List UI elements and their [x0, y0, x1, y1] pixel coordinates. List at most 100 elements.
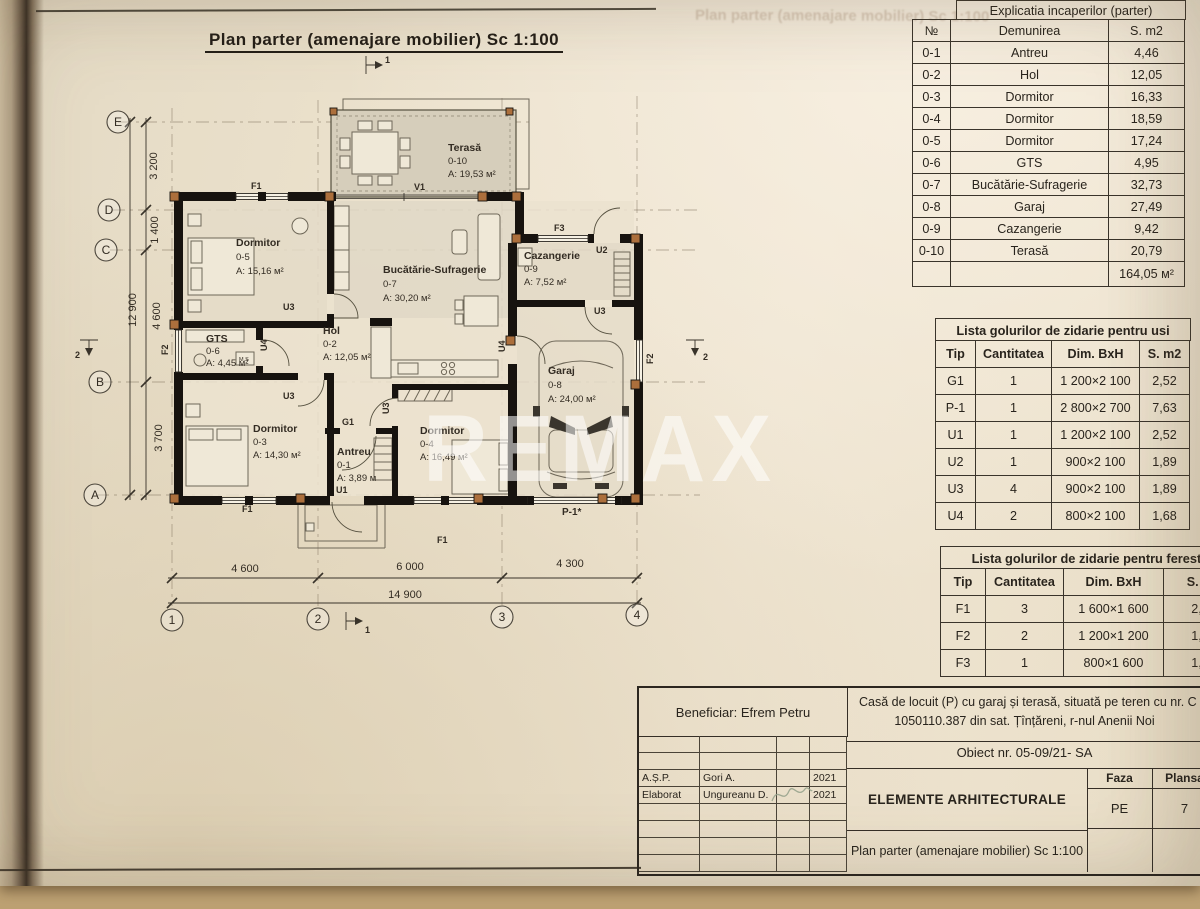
- svg-text:B: B: [96, 375, 104, 389]
- svg-text:0-10: 0-10: [448, 156, 467, 167]
- svg-text:0-8: 0-8: [548, 380, 562, 391]
- svg-text:A: 24,00 м²: A: 24,00 м²: [548, 394, 596, 405]
- svg-text:12 900: 12 900: [127, 293, 139, 327]
- svg-text:3 200: 3 200: [148, 152, 160, 180]
- page-title: Plan parter (amenajare mobilier) Sc 1:10…: [205, 30, 563, 53]
- svg-text:C: C: [102, 243, 111, 257]
- svg-text:A: 14,30 м²: A: 14,30 м²: [253, 450, 301, 461]
- plansa-value: 7: [1152, 788, 1200, 829]
- svg-text:U4: U4: [497, 340, 507, 352]
- plansa-label: Plansa: [1152, 768, 1200, 789]
- svg-text:A: 12,05 м²: A: 12,05 м²: [323, 352, 371, 363]
- svg-text:A: 4,45 м²: A: 4,45 м²: [206, 358, 248, 369]
- door-arcs: [262, 207, 621, 533]
- svg-text:2: 2: [75, 350, 80, 360]
- svg-text:0-5: 0-5: [236, 252, 250, 263]
- beneficiary-cell: Beneficiar: Efrem Petru: [639, 688, 848, 737]
- svg-text:3 700: 3 700: [153, 424, 165, 452]
- svg-text:0-6: 0-6: [206, 346, 220, 357]
- svg-text:P-1*: P-1*: [562, 507, 582, 518]
- svg-text:D: D: [105, 203, 114, 217]
- section-title-cell: ELEMENTE ARHITECTURALE: [847, 768, 1088, 831]
- svg-text:Terasă: Terasă: [448, 142, 481, 154]
- name-cell: Gori A.: [700, 770, 777, 787]
- ms-label: M.S: [239, 357, 249, 363]
- svg-text:U3: U3: [594, 306, 606, 316]
- svg-text:U1: U1: [336, 485, 348, 495]
- title-block: Beneficiar: Efrem Petru Casă de locuit (…: [637, 686, 1200, 876]
- svg-text:0-9: 0-9: [524, 264, 538, 275]
- doors-table-title: Lista golurilor de zidarie pentru usi: [935, 318, 1191, 341]
- svg-text:F1: F1: [242, 504, 253, 514]
- svg-text:A: 30,20 м²: A: 30,20 м²: [383, 293, 431, 304]
- svg-text:V1: V1: [414, 182, 425, 192]
- object-number-cell: Obiect nr. 05-09/21- SA: [847, 736, 1200, 769]
- svg-text:Garaj: Garaj: [548, 365, 575, 377]
- svg-text:0-2: 0-2: [323, 339, 337, 350]
- svg-text:F3: F3: [554, 223, 565, 233]
- windows: [175, 192, 643, 505]
- project-line2: 1050110.387 din sat. Țînțăreni, r-nul An…: [894, 713, 1155, 728]
- faza-plansa-grid: Faza Plansa PE 7: [1087, 768, 1200, 872]
- svg-text:A: 7,52 м²: A: 7,52 м²: [524, 277, 566, 288]
- svg-text:F2: F2: [160, 344, 170, 355]
- car: [533, 340, 629, 498]
- faza-label: Faza: [1087, 768, 1153, 789]
- svg-text:4 600: 4 600: [231, 563, 259, 575]
- svg-text:G1: G1: [342, 417, 354, 427]
- svg-text:U3: U3: [283, 391, 295, 401]
- svg-text:14 900: 14 900: [388, 589, 422, 601]
- svg-text:A: 3,89 м: A: 3,89 м: [337, 473, 376, 484]
- role-cell: A.Ș.P.: [639, 770, 700, 787]
- svg-text:F1: F1: [437, 535, 448, 545]
- remax-watermark: REMAX: [423, 396, 778, 502]
- svg-text:0-7: 0-7: [383, 279, 397, 290]
- svg-text:A: 15,16 м²: A: 15,16 м²: [236, 266, 284, 277]
- year-cell: 2021: [810, 770, 847, 787]
- svg-text:Bucătărie-Sufragerie: Bucătărie-Sufragerie: [383, 264, 486, 276]
- svg-text:Dormitor: Dormitor: [253, 423, 297, 435]
- corner-posts: [169, 107, 641, 504]
- furniture: M.S: [185, 205, 631, 549]
- svg-text:Dormitor: Dormitor: [420, 425, 464, 437]
- svg-text:F2: F2: [645, 353, 655, 364]
- svg-text:0-4: 0-4: [420, 439, 434, 450]
- terrace: [330, 98, 530, 198]
- svg-text:1: 1: [385, 55, 390, 65]
- page-edge-shadow: [0, 0, 44, 886]
- svg-text:1: 1: [365, 625, 370, 635]
- svg-text:A: A: [91, 488, 99, 502]
- project-line1: Casă de locuit (P) cu garaj și terasă, s…: [859, 695, 1197, 709]
- svg-text:GTS: GTS: [206, 333, 228, 345]
- svg-text:E: E: [114, 115, 122, 129]
- svg-text:1: 1: [169, 613, 176, 627]
- svg-text:2: 2: [315, 612, 322, 626]
- dimension-lines: 3 200 1 400 4 600 3 700 12 900 4 600 6 0…: [124, 116, 643, 609]
- walls: [174, 192, 643, 505]
- svg-text:U3: U3: [381, 402, 391, 414]
- svg-text:6 000: 6 000: [396, 561, 424, 573]
- svg-text:3: 3: [499, 610, 506, 624]
- svg-text:4: 4: [634, 608, 641, 622]
- table-header-row: № Demunirea S. m2: [912, 19, 1185, 42]
- signature-cell: [777, 770, 810, 787]
- signature-scribble: [771, 787, 813, 802]
